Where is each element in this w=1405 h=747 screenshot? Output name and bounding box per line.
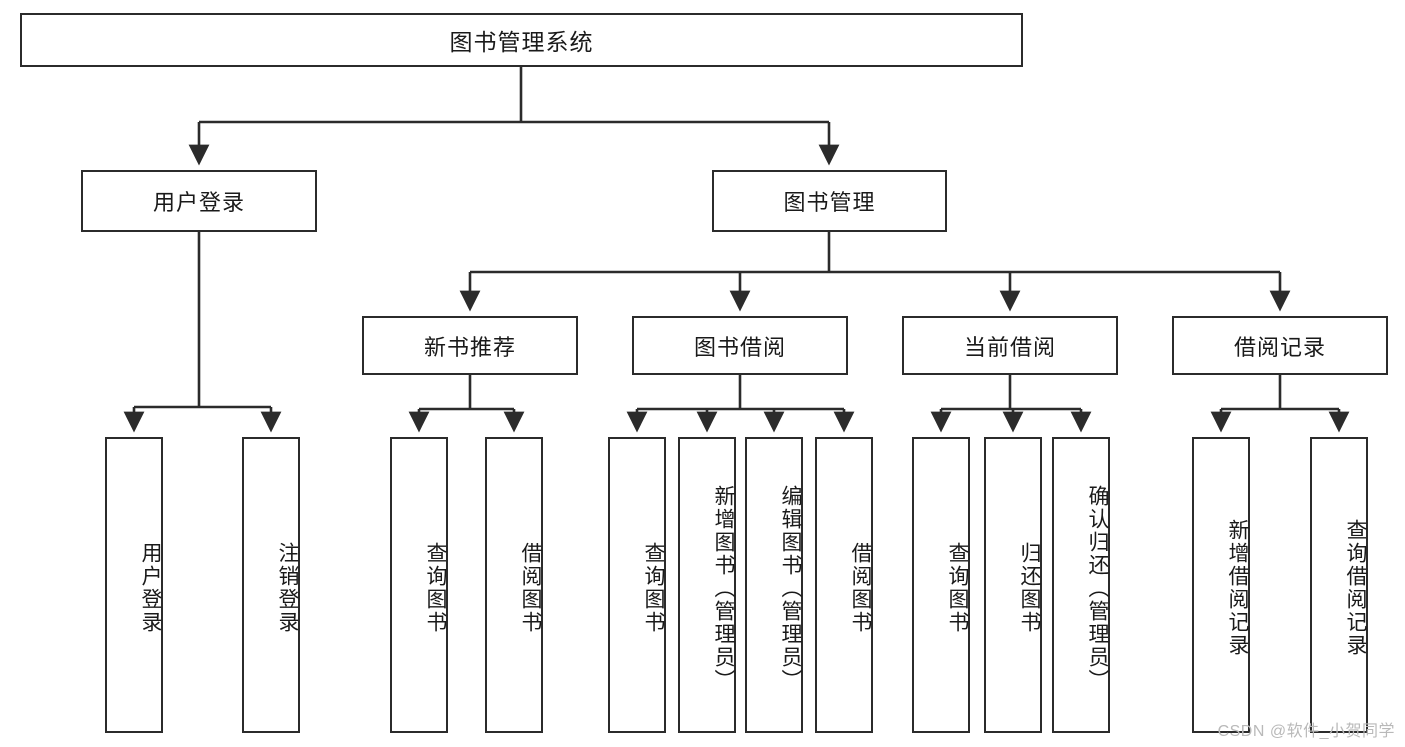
node-leaf-query-book-borrow-label: 查询图书 [642,542,665,634]
node-leaf-query-book-current-label: 查询图书 [946,542,969,634]
node-leaf-borrow-book-label: 借阅图书 [849,542,872,634]
node-leaf-query-borrow-record-label: 查询借阅记录 [1344,519,1367,657]
node-leaf-edit-book-admin-label: 编辑图书（管理员） [779,484,802,692]
node-user-login-label: 用户登录 [152,190,245,215]
node-borrow-record[interactable]: 借阅记录 [1172,316,1388,375]
node-new-book-rec[interactable]: 新书推荐 [362,316,578,375]
node-root[interactable]: 图书管理系统 [20,13,1023,67]
node-leaf-add-book-admin-label: 新增图书（管理员） [712,484,735,692]
node-current-borrow[interactable]: 当前借阅 [902,316,1118,375]
node-leaf-add-borrow-record[interactable]: 新增借阅记录 [1192,437,1250,733]
node-leaf-logout-label: 注销登录 [276,542,299,634]
node-book-manage-label: 图书管理 [783,190,876,215]
node-leaf-user-login[interactable]: 用户登录 [105,437,163,733]
node-leaf-borrow-book-rec[interactable]: 借阅图书 [485,437,543,733]
node-leaf-return-book-label: 归还图书 [1018,542,1041,634]
node-leaf-query-book-borrow[interactable]: 查询图书 [608,437,666,733]
node-leaf-add-book-admin[interactable]: 新增图书（管理员） [678,437,736,733]
node-leaf-query-book-current[interactable]: 查询图书 [912,437,970,733]
node-leaf-edit-book-admin[interactable]: 编辑图书（管理员） [745,437,803,733]
node-new-book-rec-label: 新书推荐 [423,334,516,360]
node-leaf-query-book-rec[interactable]: 查询图书 [390,437,448,733]
node-current-borrow-label: 当前借阅 [963,334,1056,360]
node-leaf-query-book-rec-label: 查询图书 [424,542,447,634]
node-root-label: 图书管理系统 [449,29,594,55]
node-leaf-confirm-return-admin[interactable]: 确认归还（管理员） [1052,437,1110,733]
node-borrow-record-label: 借阅记录 [1233,334,1326,360]
node-leaf-query-borrow-record[interactable]: 查询借阅记录 [1310,437,1368,733]
node-leaf-borrow-book-rec-label: 借阅图书 [519,542,542,634]
node-book-borrow-label: 图书借阅 [693,334,786,360]
node-leaf-confirm-return-admin-label: 确认归还（管理员） [1086,484,1109,692]
node-book-borrow[interactable]: 图书借阅 [632,316,848,375]
node-leaf-logout[interactable]: 注销登录 [242,437,300,733]
node-leaf-return-book[interactable]: 归还图书 [984,437,1042,733]
node-leaf-borrow-book[interactable]: 借阅图书 [815,437,873,733]
node-user-login[interactable]: 用户登录 [81,170,317,232]
node-leaf-add-borrow-record-label: 新增借阅记录 [1226,519,1249,657]
node-book-manage[interactable]: 图书管理 [712,170,947,232]
node-leaf-user-login-label: 用户登录 [139,542,162,634]
